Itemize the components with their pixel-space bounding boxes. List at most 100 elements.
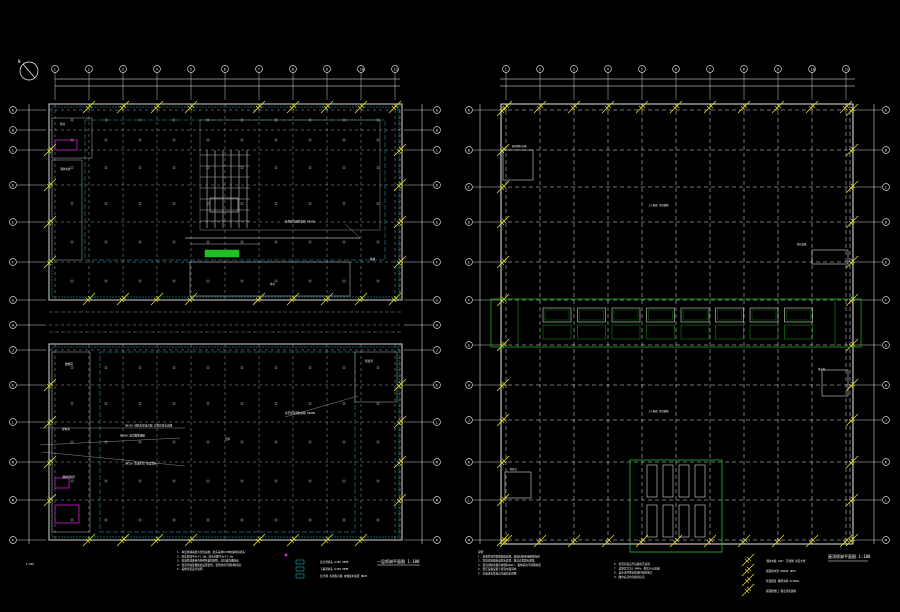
left-top-column-marker-tick1	[357, 105, 363, 111]
left-room-label: 楼梯间	[65, 362, 73, 366]
right-note-line: 说明：	[478, 550, 486, 554]
sprinkler-head	[138, 402, 142, 405]
right-west-column-marker-stroke	[496, 378, 510, 392]
right-east-column-marker-tick1	[848, 460, 854, 466]
left-side-axis-bubble-circle	[9, 218, 17, 226]
right-skylight-band	[490, 298, 862, 348]
left-top-column-marker-tick2	[359, 103, 365, 109]
right-bottom-column-marker-stroke	[771, 534, 785, 548]
sprinkler-head	[138, 240, 142, 244]
right-sheet-title: 屋顶喷淋平面图 1:100	[828, 553, 871, 559]
right-area-label: 上人屋面 详见建施	[648, 409, 669, 413]
right-equipment-right-2	[811, 249, 849, 265]
right-east-column-marker-stroke	[845, 180, 859, 194]
right-east-axis-bubble-circle	[882, 381, 890, 389]
left-top-axis-bubble-label: 8	[292, 67, 294, 71]
right-top-axis-bubble-circle	[638, 65, 646, 73]
left-pump-room	[51, 117, 93, 159]
left-structural-grid	[49, 104, 402, 541]
left-top-axis-bubble-circle	[255, 65, 263, 73]
right-east-column-marker-stroke	[845, 413, 859, 427]
right-west-column-marker-stroke	[496, 255, 510, 269]
right-skylight-lower	[542, 324, 572, 340]
left-bottom-column-marker-stroke	[82, 533, 96, 547]
right-west-axis-bubble-label: A	[468, 108, 470, 112]
left-right-axis-bubble-circle	[433, 218, 441, 226]
left-side-axis-bubble-label: M	[12, 460, 14, 464]
right-top-column-marker-tick2	[538, 103, 544, 109]
left-legend-text: 信号阀 水流指示器 末端试水装置 DN25	[320, 574, 368, 578]
left-west-column-marker-tick2	[48, 146, 54, 152]
left-top-axis-bubble-circle	[119, 65, 127, 73]
left-legend-text: 直立型喷头 K=80 68℃	[320, 560, 349, 564]
left-mid-column-marker-tick2	[155, 295, 161, 301]
right-west-column-marker-tick1	[499, 185, 505, 191]
sprinkler-head	[376, 518, 380, 522]
left-side-axis-bubble-circle	[9, 181, 17, 189]
left-mid-column-marker-tick1	[289, 297, 295, 303]
sprinkler-head	[274, 166, 278, 169]
right-east-column-marker-tick1	[848, 260, 854, 266]
left-callout-text: DN150 消防水泵接合器 详见给排水总图	[125, 424, 173, 428]
left-mid-column-marker-tick1	[357, 297, 363, 303]
right-note-mid-line: 9. 图中标高均为相对标高	[614, 575, 645, 579]
right-west-column-marker-tick1	[499, 383, 505, 389]
left-west-column-marker-tick1	[46, 183, 52, 189]
left-west-column-marker-tick1	[46, 460, 52, 466]
right-east-column-marker-tick2	[850, 416, 856, 422]
left-side-axis-bubble-circle	[9, 458, 17, 466]
right-west-column-marker-tick2	[501, 106, 507, 112]
right-top-column-marker-tick1	[740, 105, 746, 111]
left-legend-symbol	[295, 573, 305, 579]
left-west-column-marker-tick1	[46, 260, 52, 266]
right-east-axis-bubble-circle	[882, 146, 890, 154]
left-side-axis-bubble-circle	[9, 146, 17, 154]
right-top-column-marker-tick1	[536, 105, 542, 111]
sprinkler-head	[70, 366, 74, 369]
sprinkler-head	[70, 479, 74, 483]
left-top-axis-bubble-label: 4	[156, 67, 158, 71]
right-west-axis-bubble-label: B	[468, 148, 470, 152]
right-west-column-marker-stroke	[496, 493, 510, 507]
right-top-axis-bubble-label: 8	[743, 67, 745, 71]
left-note-line: 2. 喷头距墙不大于1.8m，喷头间距不大于3.6m	[177, 554, 234, 558]
left-east-column-marker-tick2	[398, 458, 404, 464]
left-top-column-marker-tick2	[325, 103, 331, 109]
right-east-column-marker-tick1	[848, 220, 854, 226]
right-top-column-marker-tick1	[808, 105, 814, 111]
left-right-axis-bubble-label: P	[436, 538, 438, 542]
right-west-axis-bubble-label: K	[468, 460, 471, 464]
sprinkler-head	[342, 279, 346, 283]
sprinkler-head	[240, 279, 244, 283]
right-legend-text: 管道保温 橡塑海绵 δ=30mm	[766, 579, 800, 583]
sprinkler-head	[308, 138, 312, 142]
left-east-column-marker-stroke	[393, 215, 407, 229]
left-west-column-marker-tick1	[46, 220, 52, 226]
left-top-axis-bubble-label: 9	[326, 67, 328, 71]
sprinkler-head	[138, 518, 142, 522]
right-east-axis-bubble-circle	[882, 296, 890, 304]
right-west-axis-bubble-circle	[465, 341, 473, 349]
left-east-column-marker-tick1	[396, 260, 402, 266]
left-mid-column-marker-stroke	[116, 292, 130, 306]
left-east-column-marker-tick2	[398, 418, 404, 424]
left-lower-stair-strip	[51, 351, 91, 533]
sprinkler-head	[172, 138, 176, 142]
right-legend-symbol-tick2	[746, 576, 752, 582]
right-west-axis-bubble-label: L	[468, 498, 470, 502]
right-east-axis-bubble-label: G	[885, 343, 887, 347]
left-mid-column-marker-stroke	[150, 292, 164, 306]
right-west-column-marker-tick2	[501, 146, 507, 152]
right-west-column-marker-tick2	[501, 496, 507, 502]
left-top-column-marker-tick1	[323, 105, 329, 111]
right-west-column-marker-stroke	[496, 338, 510, 352]
right-bottom-column-marker-tick1	[570, 539, 576, 545]
left-east-column-marker-tick1	[396, 148, 402, 154]
left-sheet-title: 一层喷淋平面图 1:100	[377, 558, 420, 564]
left-room-label: 消防水池	[60, 167, 71, 171]
